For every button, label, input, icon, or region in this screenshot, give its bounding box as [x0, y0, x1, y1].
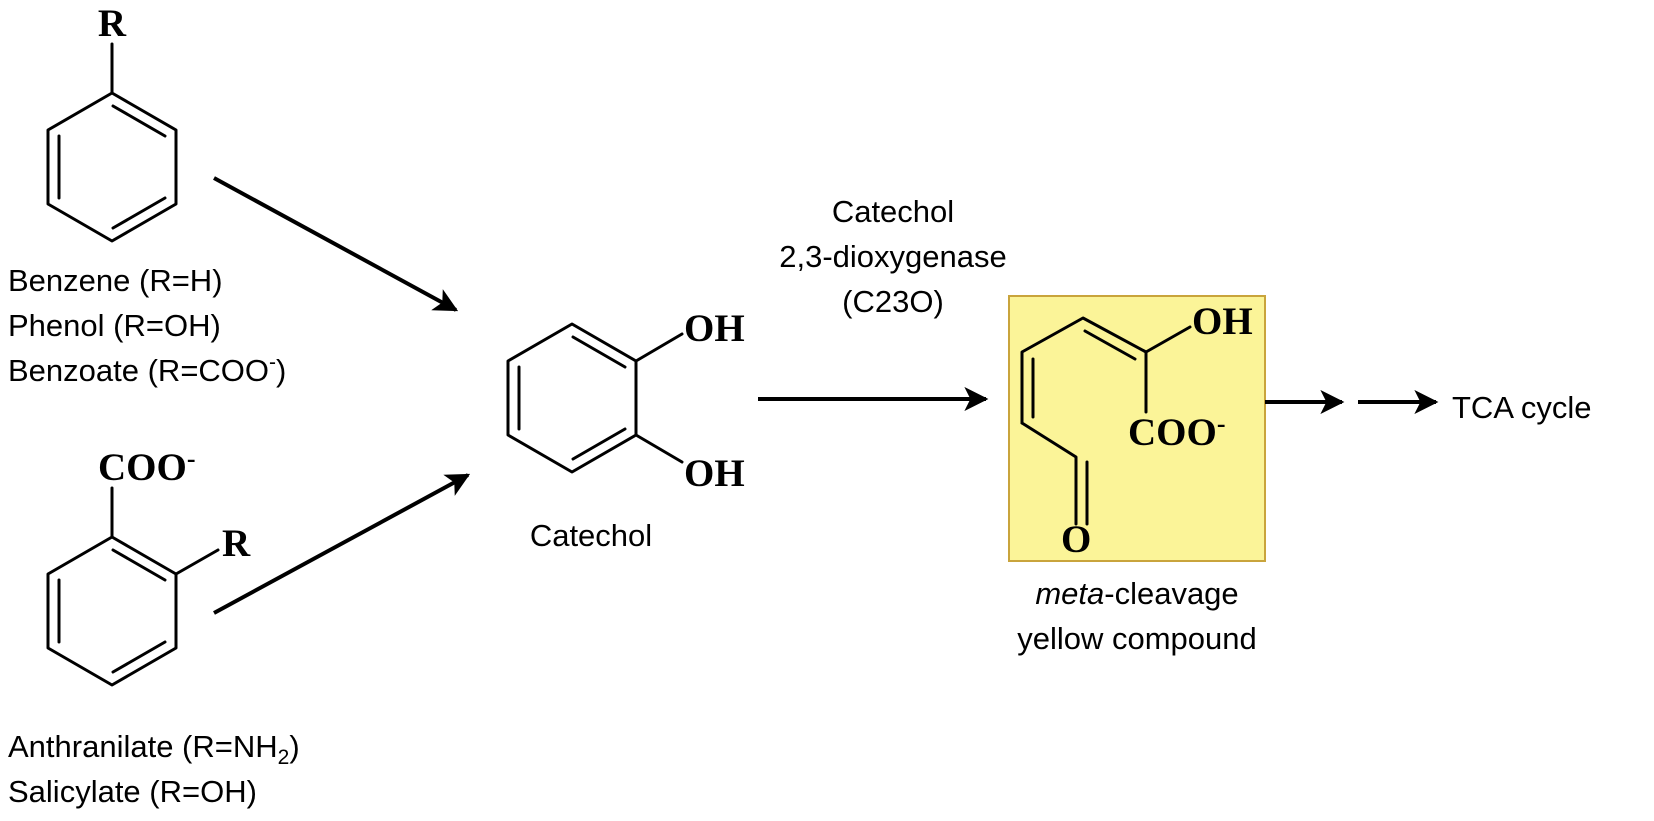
enzyme-line1: Catechol [832, 194, 954, 229]
anthranilate-label: Anthranilate (R=NH2) [8, 729, 300, 769]
product-oh: OH [1192, 300, 1253, 343]
product-highlight-box [1008, 295, 1266, 562]
benzene-substituent-r: R [98, 2, 127, 45]
benzene-structure: R [46, 2, 178, 243]
enzyme-line2: 2,3-dioxygenase [779, 239, 1007, 274]
benzene-label: Benzene (R=H) [8, 263, 223, 298]
product-carboxylate: COO- [1128, 409, 1226, 454]
benzoate-substituent-r: R [222, 522, 251, 565]
product-oxygen: O [1061, 518, 1091, 561]
product-label: meta-cleavage yellow compound [1017, 576, 1257, 656]
benzene-substrate-labels: Benzene (R=H) Phenol (R=OH) Benzoate (R=… [8, 263, 286, 388]
enzyme-label: Catechol 2,3-dioxygenase (C23O) [779, 194, 1007, 319]
benzoate-label: Benzoate (R=COO-) [8, 351, 286, 388]
enzyme-line3: (C23O) [842, 284, 944, 319]
phenol-label: Phenol (R=OH) [8, 308, 221, 343]
benzoate-charge: - [269, 351, 276, 374]
catechol-label: Catechol [530, 518, 652, 553]
catechol-oh-top: OH [684, 307, 745, 350]
product-structure: OH COO- O [1020, 300, 1253, 561]
nh2-subscript: 2 [278, 746, 290, 769]
arrow-benzene-to-catechol [213, 176, 459, 312]
tca-cycle-label: TCA cycle [1452, 390, 1592, 425]
catechol-structure: OH OH [506, 307, 745, 495]
arrow-benzoate-to-catechol [213, 473, 471, 615]
benzoate-substrate-labels: Anthranilate (R=NH2) Salicylate (R=OH) [8, 729, 300, 809]
product-label-line1: meta-cleavage [1035, 576, 1238, 611]
salicylate-label: Salicylate (R=OH) [8, 774, 257, 809]
product-label-line2: yellow compound [1017, 621, 1257, 656]
benzoate-carboxylate: COO- [98, 444, 196, 489]
catechol-oh-bottom: OH [684, 452, 745, 495]
benzoate-structure: COO- R [46, 444, 251, 687]
